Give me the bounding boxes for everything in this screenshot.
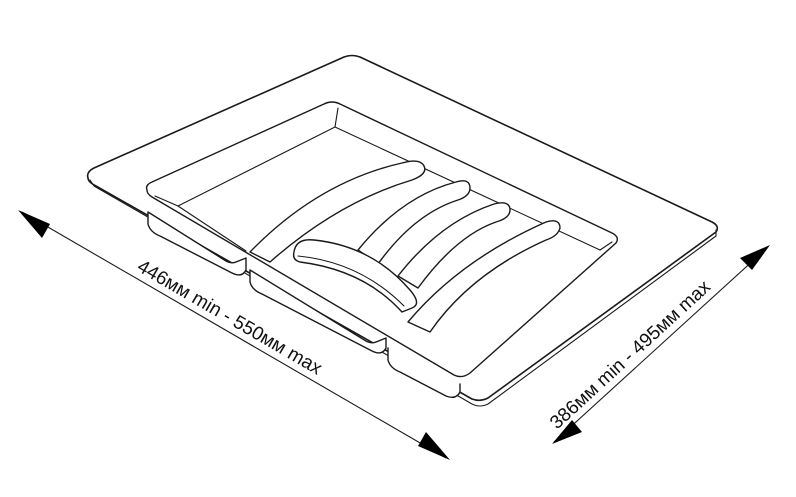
length-arrow-end bbox=[418, 432, 450, 460]
width-dimension-line bbox=[553, 246, 769, 443]
length-dimension-line bbox=[21, 211, 447, 459]
length-arrow-start bbox=[18, 210, 50, 238]
tray-dividers bbox=[249, 160, 561, 333]
width-arrow-end bbox=[740, 245, 770, 270]
tray-feet bbox=[147, 211, 461, 399]
width-arrow-start bbox=[552, 420, 582, 444]
